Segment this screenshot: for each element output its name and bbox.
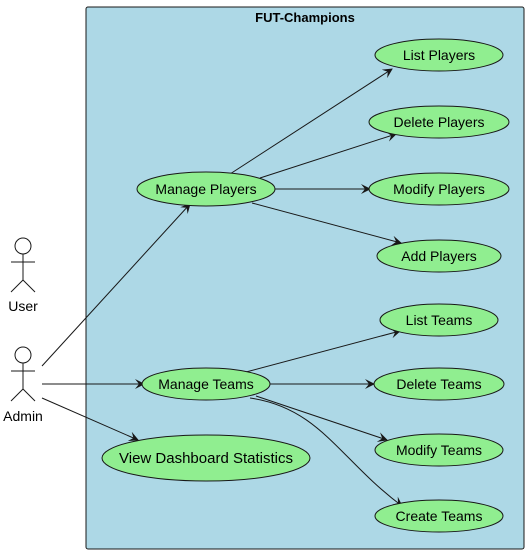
usecase-delete-teams-shape bbox=[373, 367, 505, 401]
edge-players-add bbox=[251, 202, 402, 246]
usecase-view-dashboard-shape bbox=[101, 434, 311, 482]
usecase-create-teams-shape bbox=[374, 499, 504, 533]
edge-admin-view-dashboard bbox=[41, 397, 139, 441]
usecase-list-teams-label: List Teams bbox=[406, 312, 473, 328]
usecase-manage-players-label: Manage Players bbox=[155, 181, 256, 197]
usecase-modify-teams-shape bbox=[374, 433, 504, 467]
edge-admin-manage-players bbox=[41, 203, 191, 367]
usecase-create-teams: Create Teams bbox=[374, 499, 504, 533]
usecase-manage-teams-shape bbox=[141, 367, 271, 401]
usecase-manage-teams: Manage Teams bbox=[141, 367, 271, 401]
actor-admin-leg-right bbox=[22, 388, 36, 402]
usecase-add-players-shape bbox=[376, 239, 502, 273]
usecase-list-players: List Players bbox=[374, 38, 504, 72]
actor-user bbox=[10, 237, 36, 293]
usecase-modify-teams: Modify Teams bbox=[374, 433, 504, 467]
usecase-modify-players: Modify Players bbox=[368, 172, 510, 206]
usecase-modify-players-shape bbox=[368, 172, 510, 206]
usecase-delete-teams-label: Delete Teams bbox=[396, 376, 481, 392]
usecase-list-teams-shape bbox=[379, 303, 499, 337]
usecase-add-players-label: Add Players bbox=[401, 248, 476, 264]
usecase-add-players: Add Players bbox=[376, 239, 502, 273]
actor-user-leg-left bbox=[10, 279, 24, 293]
edge-players-list bbox=[229, 68, 393, 175]
system-boundary bbox=[85, 6, 525, 550]
usecase-list-teams: List Teams bbox=[379, 303, 499, 337]
usecase-manage-players: Manage Players bbox=[136, 171, 276, 207]
actor-user-head bbox=[14, 237, 32, 255]
usecase-list-players-shape bbox=[374, 38, 504, 72]
usecase-manage-players-shape bbox=[136, 171, 276, 207]
usecase-view-dashboard-label: View Dashboard Statistics bbox=[119, 450, 293, 467]
usecase-delete-players-label: Delete Players bbox=[393, 114, 484, 130]
edge-players-delete bbox=[259, 132, 397, 179]
usecase-list-players-label: List Players bbox=[403, 47, 475, 63]
actor-admin-leg-left bbox=[10, 388, 24, 402]
usecase-view-dashboard: View Dashboard Statistics bbox=[101, 434, 311, 482]
edge-teams-create bbox=[249, 397, 403, 507]
usecase-modify-teams-label: Modify Teams bbox=[396, 442, 482, 458]
usecase-delete-teams: Delete Teams bbox=[373, 367, 505, 401]
associations bbox=[41, 68, 403, 507]
edge-teams-list bbox=[245, 328, 401, 373]
usecase-delete-players: Delete Players bbox=[368, 105, 510, 139]
usecase-create-teams-label: Create Teams bbox=[396, 508, 483, 524]
usecase-manage-teams-label: Manage Teams bbox=[158, 376, 253, 392]
actor-user-leg-right bbox=[22, 279, 36, 293]
actor-admin-label: Admin bbox=[3, 408, 43, 424]
system-title: FUT-Champions bbox=[255, 10, 355, 25]
edge-teams-modify bbox=[255, 395, 388, 442]
actor-admin-head bbox=[14, 346, 32, 364]
usecase-modify-players-label: Modify Players bbox=[393, 181, 485, 197]
usecase-delete-players-shape bbox=[368, 105, 510, 139]
actor-admin bbox=[10, 346, 36, 402]
actor-user-label: User bbox=[8, 298, 38, 314]
